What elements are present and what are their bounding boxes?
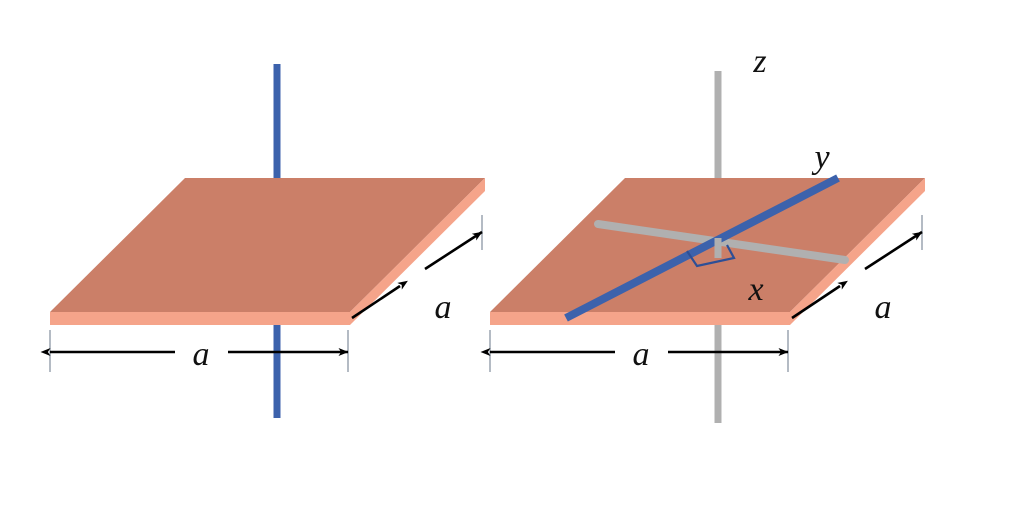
y-axis-line bbox=[564, 174, 840, 322]
right-panel: z y x a a bbox=[480, 43, 925, 423]
width-dimension-label: a bbox=[633, 336, 650, 373]
depth-dimension-a-right: a bbox=[791, 215, 923, 326]
square-plate-left-right-face bbox=[350, 178, 485, 325]
depth-dimension-label: a bbox=[875, 289, 892, 326]
depth-dimension-label: a bbox=[435, 289, 452, 326]
square-plate-left-front-face bbox=[50, 312, 350, 325]
square-plate-right-front-face bbox=[490, 312, 790, 325]
depth-arrow-upper-half bbox=[864, 230, 923, 271]
square-plate-left-top-face bbox=[50, 178, 485, 312]
z-axis-label: z bbox=[752, 43, 766, 80]
width-dimension-a-right: a bbox=[480, 330, 789, 373]
right-angle-marker bbox=[686, 244, 736, 268]
width-dimension-label: a bbox=[193, 336, 210, 373]
square-plate-right-right-face bbox=[790, 178, 925, 325]
y-axis-label: y bbox=[811, 139, 830, 176]
depth-arrow-lower-half bbox=[351, 280, 408, 320]
depth-arrow-upper-half bbox=[424, 230, 483, 271]
x-axis-label: x bbox=[747, 271, 763, 308]
depth-arrow-lower-half bbox=[791, 280, 848, 320]
width-dimension-a-left: a bbox=[40, 330, 349, 373]
depth-dimension-a-left: a bbox=[351, 215, 483, 326]
left-panel: a a bbox=[40, 64, 485, 418]
